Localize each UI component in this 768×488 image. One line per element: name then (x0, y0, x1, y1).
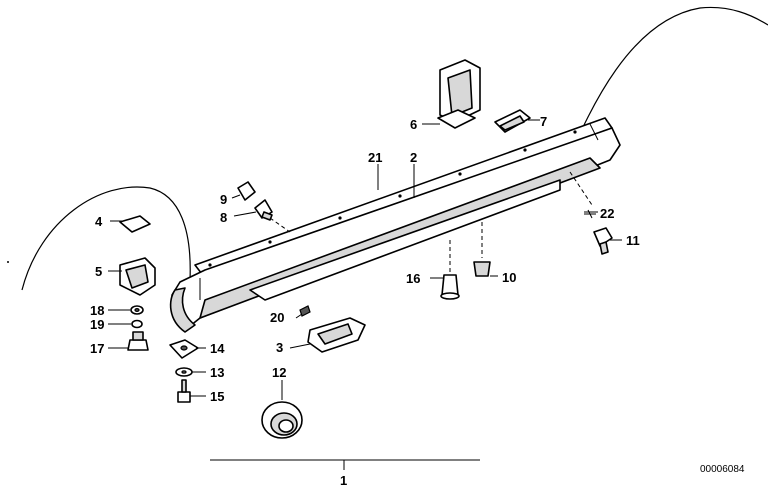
bracket-part-6 (422, 59, 481, 129)
label-13: 13 (210, 365, 224, 380)
label-4: 4 (95, 214, 103, 229)
screw-part-15 (177, 379, 206, 403)
label-21: 21 (368, 150, 382, 165)
label-16: 16 (406, 271, 420, 286)
label-17: 17 (90, 341, 104, 356)
clip-part-10 (473, 222, 498, 277)
nut-part-19 (108, 319, 143, 329)
stray-dot (7, 261, 9, 263)
label-19: 19 (90, 317, 104, 332)
washer-part-13 (175, 367, 206, 377)
label-11: 11 (626, 233, 640, 248)
label-9: 9 (220, 192, 227, 207)
label-3: 3 (276, 340, 283, 355)
reference-code: 00006084 (700, 464, 745, 475)
front-wheel-arch (21, 186, 191, 291)
label-8: 8 (220, 210, 227, 225)
label-12: 12 (272, 365, 286, 380)
clip-part-4 (110, 215, 151, 233)
label-5: 5 (95, 264, 102, 279)
screw-part-8 (233, 199, 291, 233)
label-6: 6 (410, 117, 417, 132)
assembly-bracket-part-1 (210, 459, 480, 470)
clip-part-14 (169, 339, 206, 359)
pin-part-11 (593, 227, 622, 255)
label-14: 14 (210, 341, 225, 356)
spring-part-22 (569, 171, 598, 219)
washer-part-18 (108, 305, 144, 315)
label-1: 1 (340, 473, 347, 488)
clip-part-20 (295, 305, 311, 319)
clip-part-16 (430, 240, 460, 300)
label-15: 15 (210, 389, 224, 404)
block-part-5 (108, 257, 156, 296)
cover-part-3 (289, 317, 366, 353)
grommet-part-12 (261, 380, 303, 439)
label-22: 22 (600, 206, 614, 221)
rear-wheel-arch (567, 6, 768, 161)
screw-part-17 (108, 331, 149, 351)
label-20: 20 (270, 310, 284, 325)
sill-trim-part-2 (169, 117, 621, 333)
label-10: 10 (502, 270, 516, 285)
label-2: 2 (410, 150, 417, 165)
label-18: 18 (90, 303, 104, 318)
clip-part-7 (494, 109, 540, 133)
plug-part-9 (231, 181, 256, 201)
label-7: 7 (540, 114, 547, 129)
